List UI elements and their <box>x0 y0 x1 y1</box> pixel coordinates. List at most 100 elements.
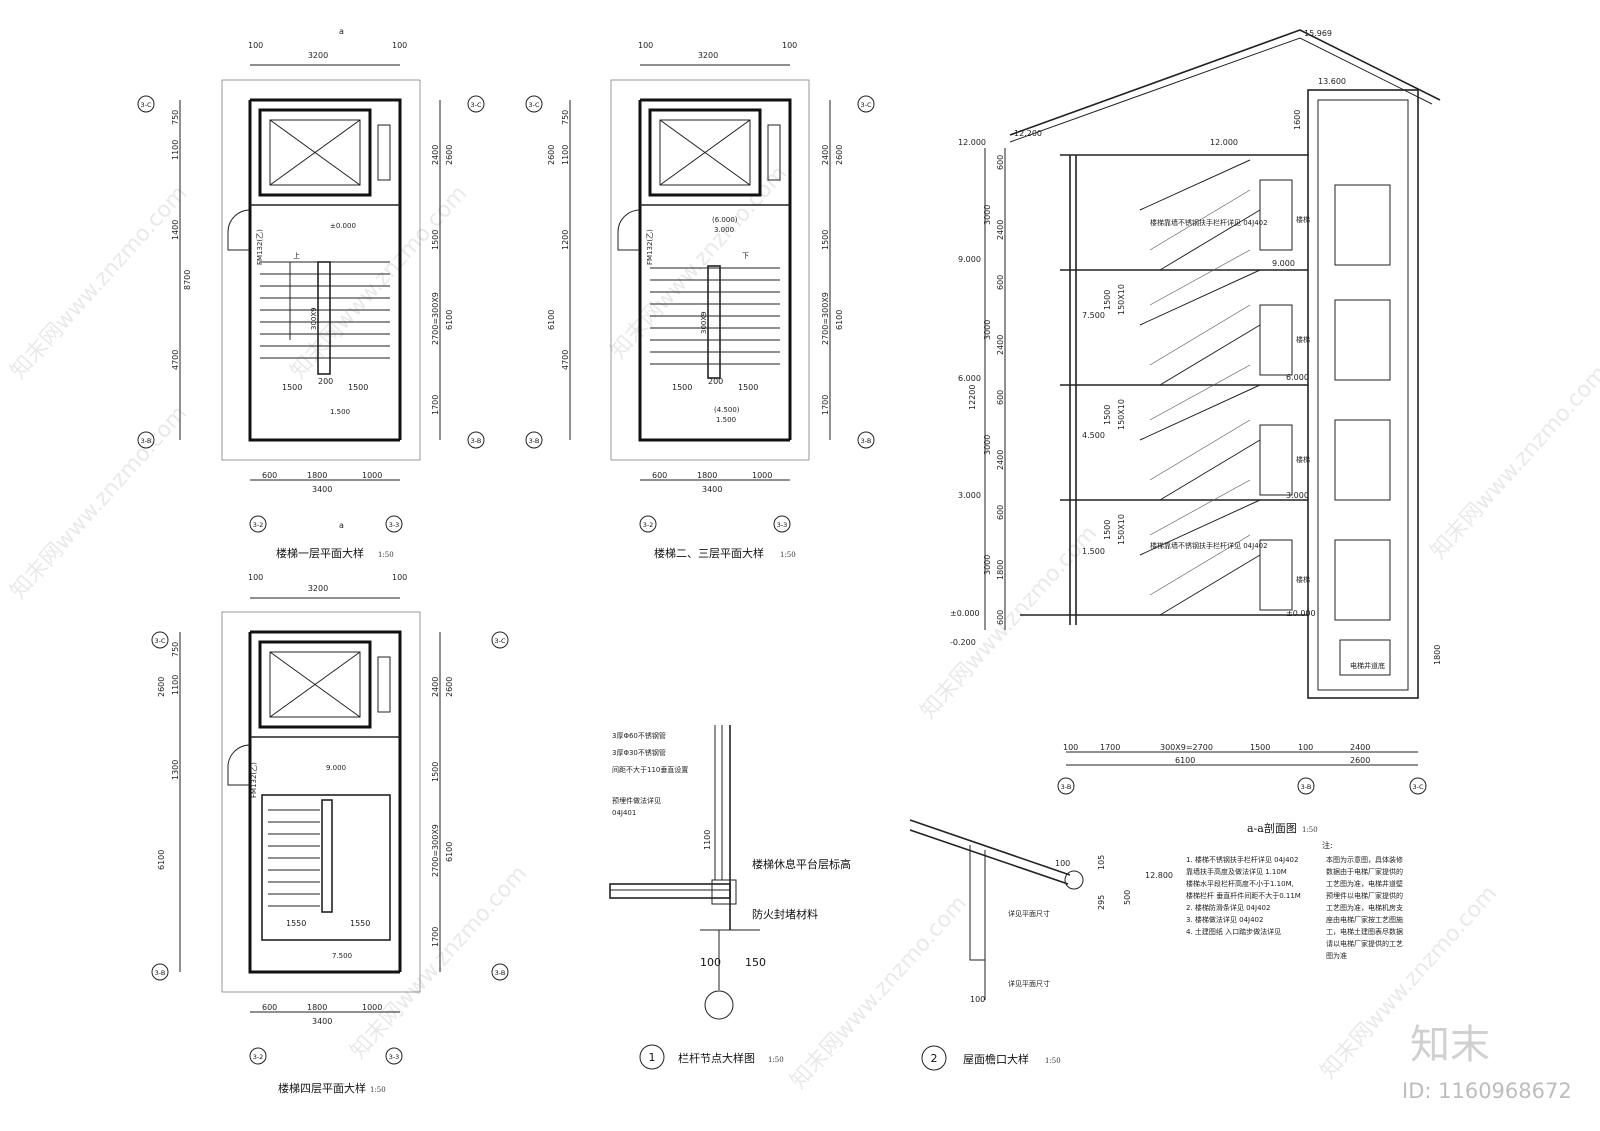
svg-text:3-B: 3-B <box>861 437 872 445</box>
elevation-label: ±0.000 <box>1286 609 1316 618</box>
note-line: 工艺图为准，电梯机房支 <box>1326 903 1403 912</box>
note-line: 3. 楼梯做法详见 04J402 <box>1186 915 1263 924</box>
dim-text: 105 <box>1097 855 1106 870</box>
svg-text:3-C: 3-C <box>528 101 539 109</box>
dim-text: 750 <box>171 110 180 125</box>
elevation-label: 3.000 <box>714 226 734 234</box>
dim-text: 100 <box>1055 859 1070 868</box>
dim-text: 1200 <box>561 230 570 250</box>
svg-text:3-B: 3-B <box>1061 783 1072 791</box>
plan-scale: 1:50 <box>370 1086 386 1094</box>
dim-text: 2600 <box>157 677 166 697</box>
rail-note: 楼梯靠墙不锈钢扶手栏杆详见 04J402 <box>1150 218 1268 227</box>
detail-scale: 1:50 <box>768 1056 784 1064</box>
dim-text: 750 <box>171 642 180 657</box>
rail-note: 楼梯靠墙不锈钢扶手栏杆详见 04J402 <box>1150 541 1268 550</box>
note-line: 座由电梯厂家按工艺图施 <box>1326 915 1403 924</box>
note-line: 本图为示意图，具体装修 <box>1326 855 1403 864</box>
elevator-label: 楼梯 <box>1296 335 1310 344</box>
dim-text: 200 <box>708 377 723 386</box>
dim-text: 2700=300X9 <box>431 292 440 345</box>
dim-text: 1800 <box>307 471 327 480</box>
dim-text: 150X10 <box>1117 284 1126 315</box>
detail-eave: 12.800 详见平面尺寸 详见平面尺寸 100 100 500 295 105… <box>909 819 1173 1071</box>
detail-note: 详见平面尺寸 <box>1008 909 1050 918</box>
detail-note: 详见平面尺寸 <box>1008 979 1050 988</box>
door-label: FM132(乙) <box>256 229 264 265</box>
detail-note: 间距不大于110垂直设置 <box>612 765 688 774</box>
dim-text: 6100 <box>1175 756 1195 765</box>
grid-bubble: 3-2 <box>639 515 657 533</box>
run-label: 300X9 <box>310 307 318 330</box>
dim-text: 1500 <box>672 383 692 392</box>
dim-text: 150 <box>745 956 766 969</box>
grid-bubble: 3-2 <box>249 515 267 533</box>
grid-bubble: 3-C <box>491 631 509 649</box>
dim-text: 3000 <box>983 320 992 340</box>
plan-floor-1: 3200 100 100 a a 750 1100 1400 8700 4700… <box>137 27 485 560</box>
elevation-label: 3.000 <box>958 491 981 500</box>
note-line: 数据由于电梯厂家提供的 <box>1326 867 1403 876</box>
dim-text: 1300 <box>171 760 180 780</box>
elevation-label: 1.500 <box>1082 547 1105 556</box>
detail-label: 楼梯休息平台层标高 <box>752 857 851 871</box>
elevation-label: 15.969 <box>1304 29 1332 38</box>
svg-text:3-C: 3-C <box>140 101 151 109</box>
dim-text: 3200 <box>308 51 328 60</box>
elevator-label: 楼梯 <box>1296 575 1310 584</box>
dim-text: 1500 <box>1103 520 1112 540</box>
dim-text: 1500 <box>821 230 830 250</box>
dim-text: 150X10 <box>1117 399 1126 430</box>
plan-title: 楼梯一层平面大样 <box>276 546 364 560</box>
dim-text: 2400 <box>1350 743 1370 752</box>
dim-text: 2400 <box>996 220 1005 240</box>
note-line: 4. 土建图纸 入口踏步做法详见 <box>1186 927 1281 936</box>
dim-text: 2600 <box>547 145 556 165</box>
dim-text: 3400 <box>312 1017 332 1026</box>
elevation-label: ±0.000 <box>330 222 356 230</box>
watermark-text: 知末网www.znzmo.com <box>346 861 532 1064</box>
dim-text: 1500 <box>282 383 302 392</box>
dim-text: 1800 <box>307 1003 327 1012</box>
elevation-label: 7.500 <box>1082 311 1105 320</box>
svg-text:3-3: 3-3 <box>389 521 400 529</box>
dim-text: 1800 <box>697 471 717 480</box>
dim-text: 1500 <box>1103 290 1112 310</box>
dim-text: 6100 <box>157 850 166 870</box>
detail-note: 3厚Φ30不锈钢管 <box>612 748 666 757</box>
dim-text: 1100 <box>561 145 570 165</box>
dim-text: 4700 <box>561 350 570 370</box>
detail-number: 2 <box>931 1052 938 1065</box>
dim-text: 2400 <box>431 677 440 697</box>
notes-block: 1. 楼梯不锈钢扶手栏杆详见 04J402 靠墙扶手高度及做法详见 1.10M … <box>1186 840 1403 960</box>
note-line: 楼梯水平段栏杆高度不小于1.10M, <box>1186 879 1294 888</box>
dim-text: 8700 <box>183 270 192 290</box>
dim-text: 6100 <box>547 310 556 330</box>
detail-label: 防火封堵材料 <box>752 907 818 921</box>
grid-bubble: 3-C <box>137 95 155 113</box>
dim-text: 295 <box>1097 895 1106 910</box>
dim-text: 1100 <box>703 830 712 850</box>
dim-text: 1000 <box>752 471 772 480</box>
watermark-text: 知末网www.znzmo.com <box>606 161 792 364</box>
grid-bubble: 3-3 <box>773 515 791 533</box>
elevation-label: 6.000 <box>1286 373 1309 382</box>
section-mark: a <box>339 27 344 36</box>
dim-text: 100 <box>248 41 263 50</box>
elevation-label: 7.500 <box>332 952 352 960</box>
dim-text: 1500 <box>1250 743 1270 752</box>
elevator-label: 楼梯 <box>1296 215 1310 224</box>
elevation-label: 1.500 <box>330 408 350 416</box>
svg-text:3-3: 3-3 <box>777 521 788 529</box>
dim-text: 150X10 <box>1117 514 1126 545</box>
note-line: 工艺图为准，电梯井道壁 <box>1326 879 1403 888</box>
dim-text: 1100 <box>171 675 180 695</box>
grid-bubble: 3-B <box>491 963 509 981</box>
dim-text: 1500 <box>431 230 440 250</box>
plan-title: 楼梯四层平面大样 <box>278 1081 366 1095</box>
door-label: FM132(乙) <box>250 762 258 798</box>
note-line: 2. 楼梯防滑条详见 04J402 <box>1186 903 1270 912</box>
svg-text:3-B: 3-B <box>155 969 166 977</box>
grid-bubble: 3-C <box>151 631 169 649</box>
detail-scale: 1:50 <box>1045 1057 1061 1065</box>
